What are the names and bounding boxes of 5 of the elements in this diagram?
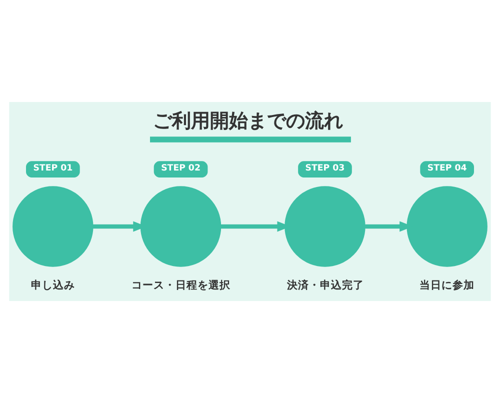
node-label: 決済・申込完了: [287, 279, 364, 292]
diagram-title: ご利用開始までの流れ: [152, 108, 343, 132]
node-label: 申し込み: [30, 279, 75, 292]
node-label: コース・日程を選択: [132, 279, 231, 292]
node-label: 当日に参加: [420, 279, 475, 292]
